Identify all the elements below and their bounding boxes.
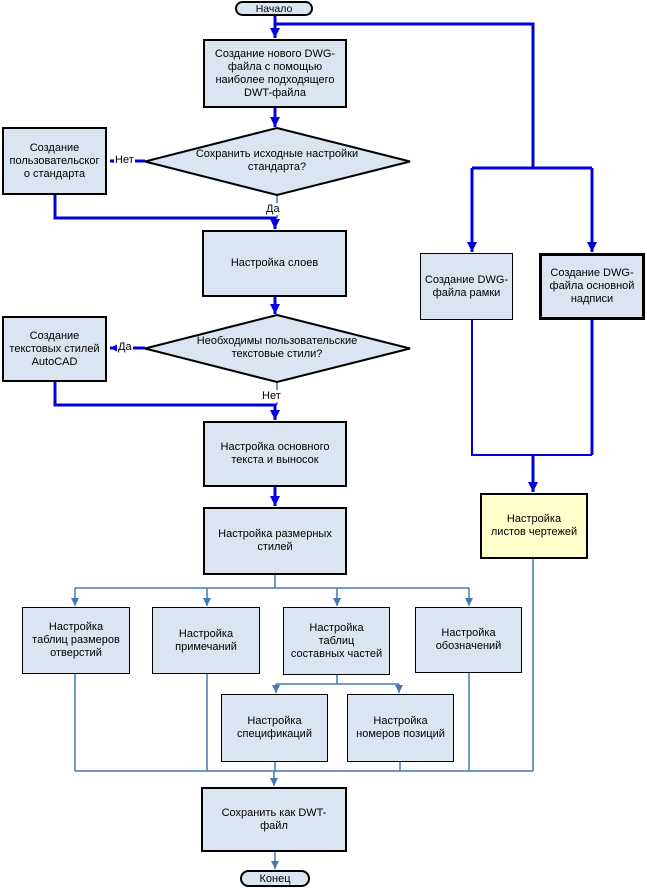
- decision-text-styles-shape: [144, 313, 411, 384]
- node-dimension-styles-setup: Настройка размерных стилей: [203, 507, 347, 575]
- node-create-dwg-file: Создание нового DWG- файла с помощью наи…: [203, 39, 347, 108]
- edge-label-text-styles-no: Нет: [261, 390, 282, 402]
- node-specifications-setup: Настройка спецификаций: [221, 694, 328, 762]
- edge-frame-file-down: [471, 320, 592, 456]
- decision-keep-standard-label: Сохранить исходные настройки стандарта?: [195, 148, 359, 173]
- node-create-frame-file: Создание DWG- файла рамки: [420, 253, 513, 320]
- node-save-dwt: Сохранить как DWT- файл: [201, 787, 347, 852]
- node-create-title-block-file: Создание DWG- файла основной надписи: [539, 253, 645, 320]
- edge-merge-to-main-text: [53, 382, 280, 420]
- edge-label-keep-standard-no: Нет: [114, 154, 135, 166]
- edge-merge-to-layers: [53, 195, 280, 229]
- decision-text-styles-label: Необходимы пользовательские текстовые ст…: [196, 335, 358, 360]
- node-parts-tables-setup: Настройка таблиц составных частей: [283, 607, 390, 675]
- node-main-text-setup: Настройка основного текста и выносок: [203, 421, 347, 487]
- edge-label-text-styles-yes: Да: [117, 341, 133, 353]
- edge-start-to-right-branch: [275, 22, 535, 168]
- node-create-custom-standard: Создание пользовательског о стандарта: [2, 127, 107, 195]
- node-notes-setup: Настройка примечаний: [152, 607, 260, 674]
- node-symbols-setup: Настройка обозначений: [415, 607, 522, 673]
- node-end: Конец: [240, 870, 310, 887]
- node-layer-setup: Настройка слоев: [202, 230, 347, 297]
- node-start: Начало: [235, 1, 313, 16]
- edge-label-keep-standard-yes: Да: [265, 203, 281, 215]
- decision-keep-standard-shape: [144, 126, 411, 197]
- node-hole-tables-setup: Настройка таблиц размеров отверстий: [22, 607, 130, 674]
- node-item-numbers-setup: Настройка номеров позиций: [347, 694, 454, 762]
- node-sheets-setup: Настройка листов чертежей: [480, 493, 588, 559]
- node-create-text-styles: Создание текстовых стилей AutoCAD: [2, 316, 107, 382]
